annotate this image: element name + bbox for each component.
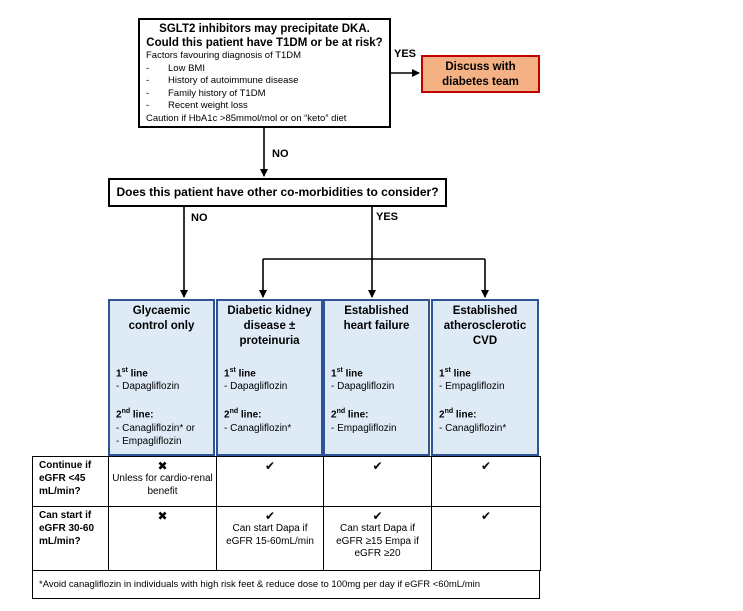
first-line-label: 1st line bbox=[116, 367, 148, 380]
t1dm-risk-title-2: Could this patient have T1DM or be at ri… bbox=[146, 37, 383, 49]
cell-note: Can start Dapa if eGFR 15-60mL/min bbox=[226, 523, 314, 547]
factors-heading: Factors favouring diagnosis of T1DM bbox=[146, 50, 302, 61]
second-line-drug: - Canagliflozin* or bbox=[116, 422, 195, 434]
second-line-drug: - Empagliflozin bbox=[331, 422, 397, 434]
yes-label-mid: YES bbox=[376, 211, 399, 223]
no-label-top: NO bbox=[272, 148, 289, 160]
yes-label-top: YES bbox=[394, 48, 417, 60]
discuss-line-1: Discuss with bbox=[445, 61, 516, 73]
table-cell: ✔ bbox=[323, 456, 432, 507]
t1dm-risk-box: SGLT2 inhibitors may precipitate DKA. Co… bbox=[138, 18, 391, 128]
footnote: *Avoid canagliflozin in individuals with… bbox=[32, 570, 540, 599]
first-line-drug: - Dapagliflozin bbox=[331, 381, 395, 393]
second-line-label: 2nd line: bbox=[331, 408, 369, 421]
category-title: Diabetic kidney disease ± proteinuria bbox=[227, 305, 312, 347]
first-line-label: 1st line bbox=[439, 367, 471, 380]
comorbidities-question-box: Does this patient have other co-morbidit… bbox=[108, 178, 447, 207]
table-row: Continue if eGFR <45 mL/min? ✖Unless for… bbox=[32, 456, 541, 507]
check-icon: ✔ bbox=[372, 459, 383, 473]
discuss-diabetes-team-box: Discuss with diabetes team bbox=[421, 55, 540, 93]
second-line-drug: - Canagliflozin* bbox=[224, 422, 292, 434]
category-glycaemic-control: Glycaemic control only 1st line - Dapagl… bbox=[108, 299, 215, 456]
first-line-label: 1st line bbox=[224, 367, 256, 380]
row-header-can-start: Can start if eGFR 30-60 mL/min? bbox=[32, 506, 109, 571]
category-title: Established heart failure bbox=[343, 305, 410, 332]
cell-note: Unless for cardio-renal benefit bbox=[112, 473, 213, 497]
first-line-drug: - Empagliflozin bbox=[439, 381, 505, 393]
category-title: Established atherosclerotic CVD bbox=[443, 305, 527, 347]
second-line-drug: - Empagliflozin bbox=[116, 435, 182, 447]
table-cell: ✔Can start Dapa if eGFR ≥15 Empa if eGFR… bbox=[323, 506, 432, 571]
first-line-label: 1st line bbox=[331, 367, 363, 380]
table-cell: ✖Unless for cardio-renal benefit bbox=[108, 456, 217, 507]
second-line-drug: - Canagliflozin* bbox=[439, 422, 507, 434]
table-cell: ✔ bbox=[216, 456, 324, 507]
table-cell: ✔Can start Dapa if eGFR 15-60mL/min bbox=[216, 506, 324, 571]
table-cell: ✖ bbox=[108, 506, 217, 571]
category-heart-failure: Established heart failure 1st line - Dap… bbox=[323, 299, 430, 456]
check-icon: ✔ bbox=[480, 509, 492, 523]
check-icon: ✔ bbox=[480, 459, 492, 473]
category-atherosclerotic-cvd: Established atherosclerotic CVD 1st line… bbox=[431, 299, 539, 456]
factor-item: -History of autoimmune disease bbox=[146, 75, 299, 86]
table-cell: ✔ bbox=[431, 506, 541, 571]
cross-icon: ✖ bbox=[157, 509, 168, 523]
category-title: Glycaemic control only bbox=[128, 305, 195, 332]
discuss-line-2: diabetes team bbox=[442, 76, 519, 88]
check-icon: ✔ bbox=[264, 509, 276, 523]
category-diabetic-kidney-disease: Diabetic kidney disease ± proteinuria 1s… bbox=[216, 299, 323, 456]
row-header-continue: Continue if eGFR <45 mL/min? bbox=[32, 456, 109, 507]
second-line-label: 2nd line: bbox=[224, 408, 262, 421]
table-cell: ✔ bbox=[431, 456, 541, 507]
first-line-drug: - Dapagliflozin bbox=[224, 381, 288, 393]
egfr-table: Continue if eGFR <45 mL/min? ✖Unless for… bbox=[32, 456, 541, 571]
factor-item: -Recent weight loss bbox=[146, 100, 248, 111]
factor-item: -Family history of T1DM bbox=[146, 87, 266, 99]
caution-text: Caution if HbA1c >85mmol/mol or on “keto… bbox=[146, 112, 347, 124]
check-icon: ✔ bbox=[372, 509, 383, 523]
cross-icon: ✖ bbox=[157, 459, 168, 473]
t1dm-risk-title-1: SGLT2 inhibitors may precipitate DKA. bbox=[159, 23, 370, 35]
first-line-drug: - Dapagliflozin bbox=[116, 381, 180, 393]
no-label-mid: NO bbox=[191, 212, 208, 224]
check-icon: ✔ bbox=[264, 459, 276, 473]
table-row: Can start if eGFR 30-60 mL/min? ✖ ✔Can s… bbox=[32, 506, 541, 571]
factors-list: -Low BMI -History of autoimmune disease … bbox=[146, 63, 383, 113]
second-line-label: 2nd line: bbox=[439, 408, 477, 421]
second-line-label: 2nd line: bbox=[116, 408, 154, 421]
factor-item: -Low BMI bbox=[146, 62, 205, 74]
cell-note: Can start Dapa if eGFR ≥15 Empa if eGFR … bbox=[336, 523, 419, 559]
